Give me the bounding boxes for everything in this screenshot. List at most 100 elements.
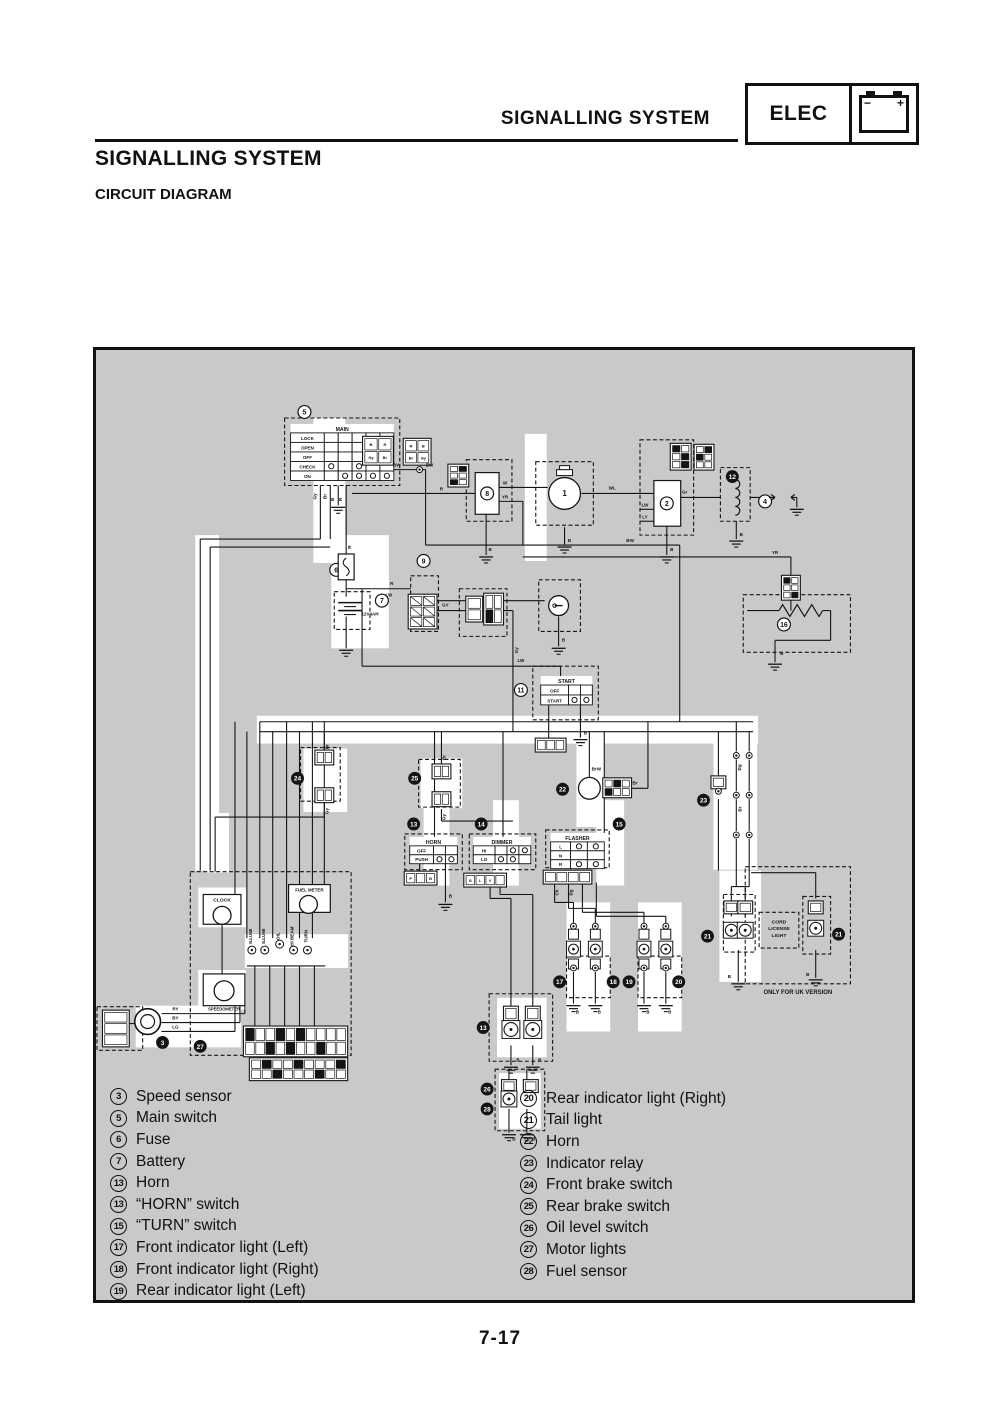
- connector-pin: [295, 1027, 306, 1041]
- schematic-label: 13: [410, 821, 418, 828]
- schematic-label: LY: [642, 514, 647, 519]
- switch-contact: [355, 472, 363, 479]
- resistor-symbol: [778, 603, 824, 618]
- connector-pin: [325, 1059, 336, 1069]
- legend-label: Rear indicator light (Left): [136, 1282, 306, 1300]
- connector-pin: [704, 446, 713, 453]
- connector-pin: [503, 1081, 515, 1091]
- schematic-label: 6: [334, 567, 338, 574]
- schematic-label: HORN: [426, 840, 441, 846]
- ref-circle-outline: [416, 553, 431, 568]
- inline-connector: [735, 794, 738, 797]
- schematic-label: 4: [763, 499, 767, 506]
- schematic-label: B: [806, 972, 810, 977]
- schematic-label: 18: [610, 979, 618, 986]
- dashed-enclosure: [802, 895, 832, 955]
- schematic-label: OFF: [550, 688, 559, 693]
- connector-hatch: [410, 596, 422, 606]
- dashed-enclosure: [744, 866, 851, 985]
- legend-number-circle: 15: [110, 1217, 127, 1235]
- schematic-label: GY: [442, 603, 449, 608]
- legend-number-circle: 7: [110, 1153, 127, 1171]
- connector-pin: [696, 461, 704, 469]
- connector-pin: [304, 1069, 314, 1079]
- component-circle: [212, 905, 232, 925]
- schematic-label: CLOCK: [213, 897, 231, 903]
- connector-pin: [704, 461, 713, 469]
- indicator-bulb-dot: [278, 942, 281, 946]
- connector-pin: [467, 598, 481, 609]
- schematic-label: B: [330, 497, 335, 501]
- bulb-filament: [507, 1097, 511, 1101]
- connector-pin: [251, 1059, 262, 1069]
- legend-number-circle: 25: [520, 1198, 537, 1216]
- schematic-label: LW: [642, 502, 650, 507]
- inline-connector: [572, 966, 575, 970]
- elec-tab: ELEC − +: [745, 83, 919, 145]
- legend-label: Fuse: [136, 1130, 171, 1148]
- legend-label: Motor lights: [546, 1240, 627, 1258]
- schematic-label: 9: [422, 558, 426, 565]
- schematic-label: BY: [172, 1016, 178, 1021]
- legend-item: 17 Front indicator light (Left): [110, 1237, 319, 1259]
- ref-circle-filled: [622, 975, 636, 989]
- legend-item: 13“HORN” switch: [110, 1194, 319, 1216]
- schematic-label: LICENSE: [768, 926, 790, 932]
- legend-label: Front indicator light (Right): [136, 1260, 319, 1278]
- connector-pin: [672, 445, 681, 453]
- connector-pin: [604, 779, 613, 788]
- connector-pin: [283, 1069, 293, 1079]
- legend-number-circle: 26: [520, 1219, 537, 1237]
- connector-pin: [251, 1069, 262, 1079]
- connector-pin: [316, 789, 324, 801]
- schematic-label: PUSH: [415, 857, 428, 862]
- connector-pin: [783, 577, 791, 584]
- schematic-label: START: [547, 698, 562, 703]
- indicator-bulb-dot: [250, 948, 254, 952]
- battery-terminal-pos: [893, 91, 902, 98]
- legend-label: Speed sensor: [136, 1087, 232, 1105]
- connector-pin: [441, 793, 449, 805]
- connector-pin: [104, 1034, 128, 1045]
- connector-pin: [272, 1069, 283, 1079]
- bulb-filament: [729, 928, 733, 932]
- schematic-label: B: [668, 1010, 672, 1015]
- dashed-enclosure: [494, 1068, 546, 1132]
- legend-number-circle: 17: [110, 1239, 127, 1257]
- connector-pin: [324, 751, 332, 764]
- schematic-label: Br: [737, 806, 742, 811]
- component-cap: [559, 465, 571, 471]
- connector-pin: [316, 751, 324, 764]
- legend-label: Front indicator light (Left): [136, 1238, 309, 1256]
- schematic-label: W: [503, 481, 508, 486]
- bulb-filament: [509, 1028, 513, 1031]
- schematic-label: 20: [675, 979, 683, 986]
- connector-pin: [449, 479, 458, 486]
- dashed-enclosure: [742, 594, 851, 653]
- ref-circle-outline: [513, 682, 528, 698]
- switch-contact: [571, 696, 578, 703]
- switch-contact: [436, 856, 443, 863]
- legend-number-circle: 13: [110, 1196, 127, 1214]
- legend-label: Horn: [546, 1132, 580, 1150]
- connector-pin: [537, 740, 546, 751]
- schematic-label: B: [584, 731, 588, 736]
- switch-contact: [509, 856, 517, 863]
- connector-pin: [739, 902, 751, 912]
- battery-terminal-neg: [866, 91, 875, 98]
- connector-pin: [285, 1027, 296, 1041]
- inline-connector: [735, 754, 738, 757]
- connector-pin: [704, 453, 713, 461]
- dashed-enclosure: [758, 911, 800, 949]
- connector-pin: [621, 788, 630, 796]
- connector-pin: [316, 1027, 326, 1041]
- schematic-label: YR: [502, 494, 509, 499]
- legend-number-circle: 24: [520, 1176, 537, 1194]
- ref-circle-filled: [408, 771, 422, 785]
- battery-icon: − +: [852, 86, 916, 142]
- schematic-label: Br: [441, 755, 446, 760]
- legend-number-circle: 5: [110, 1109, 127, 1127]
- schematic-label: RY: [172, 1007, 178, 1012]
- dashed-enclosure: [404, 833, 463, 871]
